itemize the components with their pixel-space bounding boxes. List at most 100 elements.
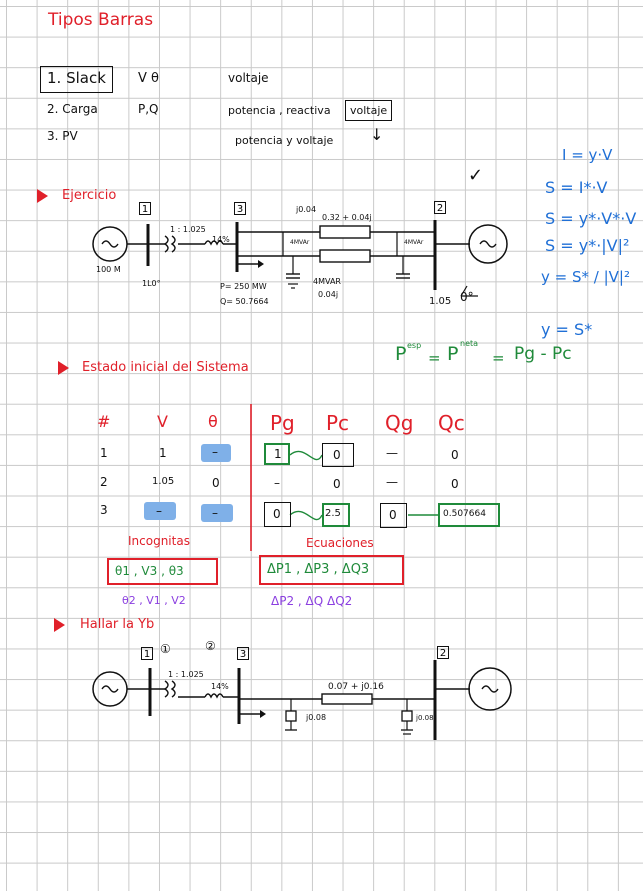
bus-number-3: 3 [234,202,246,215]
row3-pg: 0 [273,507,281,521]
yb-shunt-left: j0.08 [306,713,327,722]
row1-theta: – [212,445,218,459]
row3-pc: 2.5 [325,508,341,519]
row1-num: 1 [100,446,108,460]
bus2-voltage: 1.05 [429,296,452,307]
bus-type-carga: 2. Carga [47,102,98,116]
shunt-left-label: 4MVAr [290,239,310,246]
row3-qc-box [438,503,500,527]
incognitas-label: Incognitas [128,534,190,548]
row1-pc-box [322,443,354,467]
row3-qc: 0.507664 [443,509,486,519]
load-p: P= 250 MW [220,282,267,291]
row1-pg-box [264,443,290,465]
row2-pc: 0 [333,477,341,491]
bus2-angle: 0° [460,290,474,304]
row2-qc: 0 [451,477,459,491]
row2-theta: 0 [212,476,220,490]
gen-left-label: 100 M [96,265,121,274]
p-esp: P [395,343,407,365]
row2-pg: – [274,476,280,490]
header-v: V [157,412,168,431]
page-title: Tipos Barras [48,10,154,30]
bus-number-2: 2 [434,201,446,214]
bus1-voltage-angle: 1L0° [142,279,161,288]
ejercicio-label: Ejercicio [62,188,117,203]
equals-2: = [492,349,505,367]
row3-theta: – [212,506,218,520]
row3-pg-box [264,502,291,527]
row2-qg: — [386,475,398,489]
down-arrow-icon: ↓ [370,125,384,144]
carga-vars: P,Q [138,102,159,116]
yb-bus-number-1: 1 [141,647,153,660]
shunt-bottom-impedance: 0.04j [318,290,339,299]
eq-admittance: y = S* / |V|² [541,268,630,286]
row1-pc: 0 [333,448,341,462]
ecuaciones-box [259,555,404,585]
transformer-ratio: 1 : 1.025 [170,225,206,234]
slack-desc: voltaje [228,71,269,85]
header-pg: Pg [270,411,295,435]
row3-num: 3 [100,503,108,517]
row1-pg: 1 [274,447,282,461]
header-pc: Pc [326,411,350,435]
header-qg: Qg [385,411,414,435]
shunt-right-label: 4MVAr [404,239,424,246]
row3-qg-box [380,503,407,528]
yb-line-impedance: 0.07 + j0.16 [328,682,384,692]
row2-v: 1.05 [152,476,175,487]
eq-power-2: S = y*·V*·V [545,209,637,228]
check-icon: ✓ [468,165,484,186]
row3-theta-highlight [201,504,233,522]
p-esp-sup: esp [407,341,422,350]
slack-box [40,66,113,93]
yb-label: Hallar la Yb [80,617,155,632]
incognitas-extra: θ2 , V1 , V2 [122,594,186,607]
bus-number-1: 1 [139,202,151,215]
impedance-14: 14% [212,235,230,244]
bullet-icon [37,189,48,203]
equals-1: = [428,349,441,367]
eq-admittance-2: y = S* [541,320,593,339]
bullet-icon [58,361,69,375]
node-label-1: ① [160,642,171,656]
row3-pc-box [322,503,350,527]
eq-current: I = y·V [562,146,613,164]
incognitas-list: θ1 , V3 , θ3 [115,564,184,578]
pv-desc: potencia y voltaje [235,134,334,147]
incognitas-box [107,558,218,585]
carga-desc: potencia , reactiva [228,104,331,117]
line-impedance: 0.32 + 0.04j [322,213,372,222]
row2-num: 2 [100,475,108,489]
p-neta: P [447,343,459,365]
voltaje-box [345,100,392,121]
row1-qg: — [386,446,398,460]
load-q: Q= 50.7664 [220,297,269,306]
header-theta: θ [208,412,218,431]
eq-power-3: S = y*·|V|² [545,236,630,255]
yb-shunt-right: j0.08 [416,714,434,722]
ecuaciones-label: Ecuaciones [306,536,374,550]
bus-type-pv: 3. PV [47,129,78,143]
yb-bus-number-2: 2 [437,646,449,659]
j004-label: j0.04 [296,205,317,214]
bullet-icon [54,618,65,632]
carga-voltaje: voltaje [350,104,388,117]
row1-v: 1 [159,446,167,460]
node-label-2: ② [205,639,216,653]
yb-transformer-ratio: 1 : 1.025 [168,670,204,679]
net-power-rhs: Pg - Pc [514,344,572,364]
bus-type-slack: 1. Slack [47,69,106,87]
row1-qc: 0 [451,448,459,462]
yb-impedance-14: 14% [211,682,229,691]
row3-v-highlight [144,502,176,520]
row3-qg: 0 [389,508,397,522]
header-hash: # [97,412,111,431]
p-neta-sup: neta [460,339,479,348]
shunt-bottom-label: 4MVAR [313,277,341,286]
row1-theta-highlight [201,444,231,462]
yb-bus-number-3: 3 [237,647,249,660]
